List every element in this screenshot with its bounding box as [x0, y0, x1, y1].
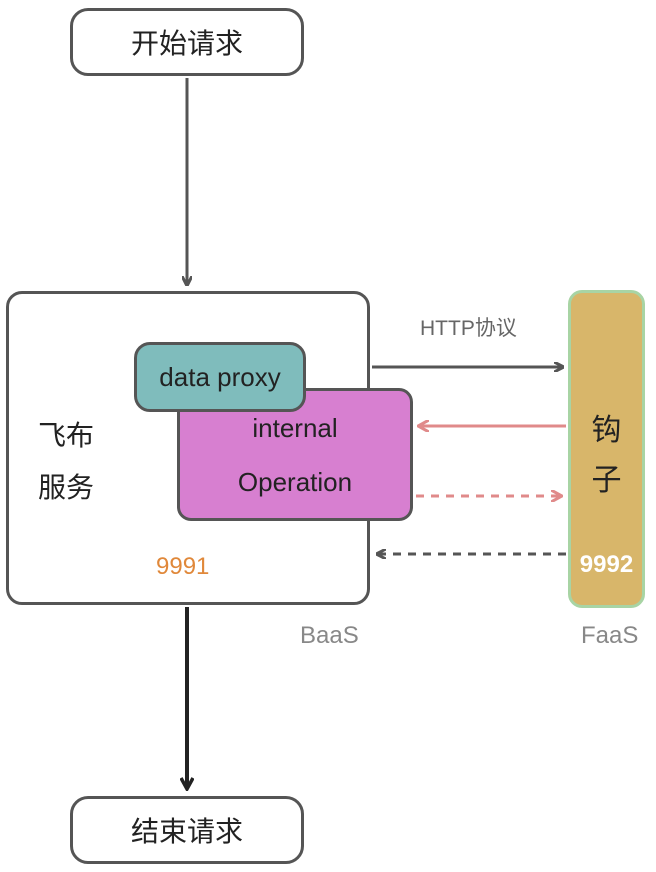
- end-request-label: 结束请求: [130, 815, 243, 848]
- baas-port-number: 9991: [156, 553, 210, 580]
- internal-operation-line-1: internal: [252, 413, 338, 443]
- internal-operation-line-2: Operation: [237, 467, 353, 497]
- http-protocol-label: HTTP协议: [420, 317, 517, 340]
- start-request-node: 开始请求: [70, 8, 304, 76]
- service-label-line-1: 飞布: [38, 419, 95, 452]
- baas-label: BaaS: [300, 622, 359, 649]
- hook-label-char-2: 子: [591, 463, 622, 498]
- faas-label: FaaS: [581, 622, 639, 649]
- data-proxy-box: data proxy: [134, 342, 306, 412]
- faas-port-number: 9992: [579, 551, 634, 578]
- end-request-node: 结束请求: [70, 796, 304, 864]
- start-request-label: 开始请求: [130, 27, 243, 60]
- service-label-line-2: 服务: [38, 471, 95, 504]
- service-label: 飞布 服务: [38, 410, 94, 514]
- hook-label-char-1: 钩: [591, 413, 622, 448]
- faas-hook-box: 钩 子 9992: [568, 290, 645, 608]
- data-proxy-label: data proxy: [159, 361, 281, 392]
